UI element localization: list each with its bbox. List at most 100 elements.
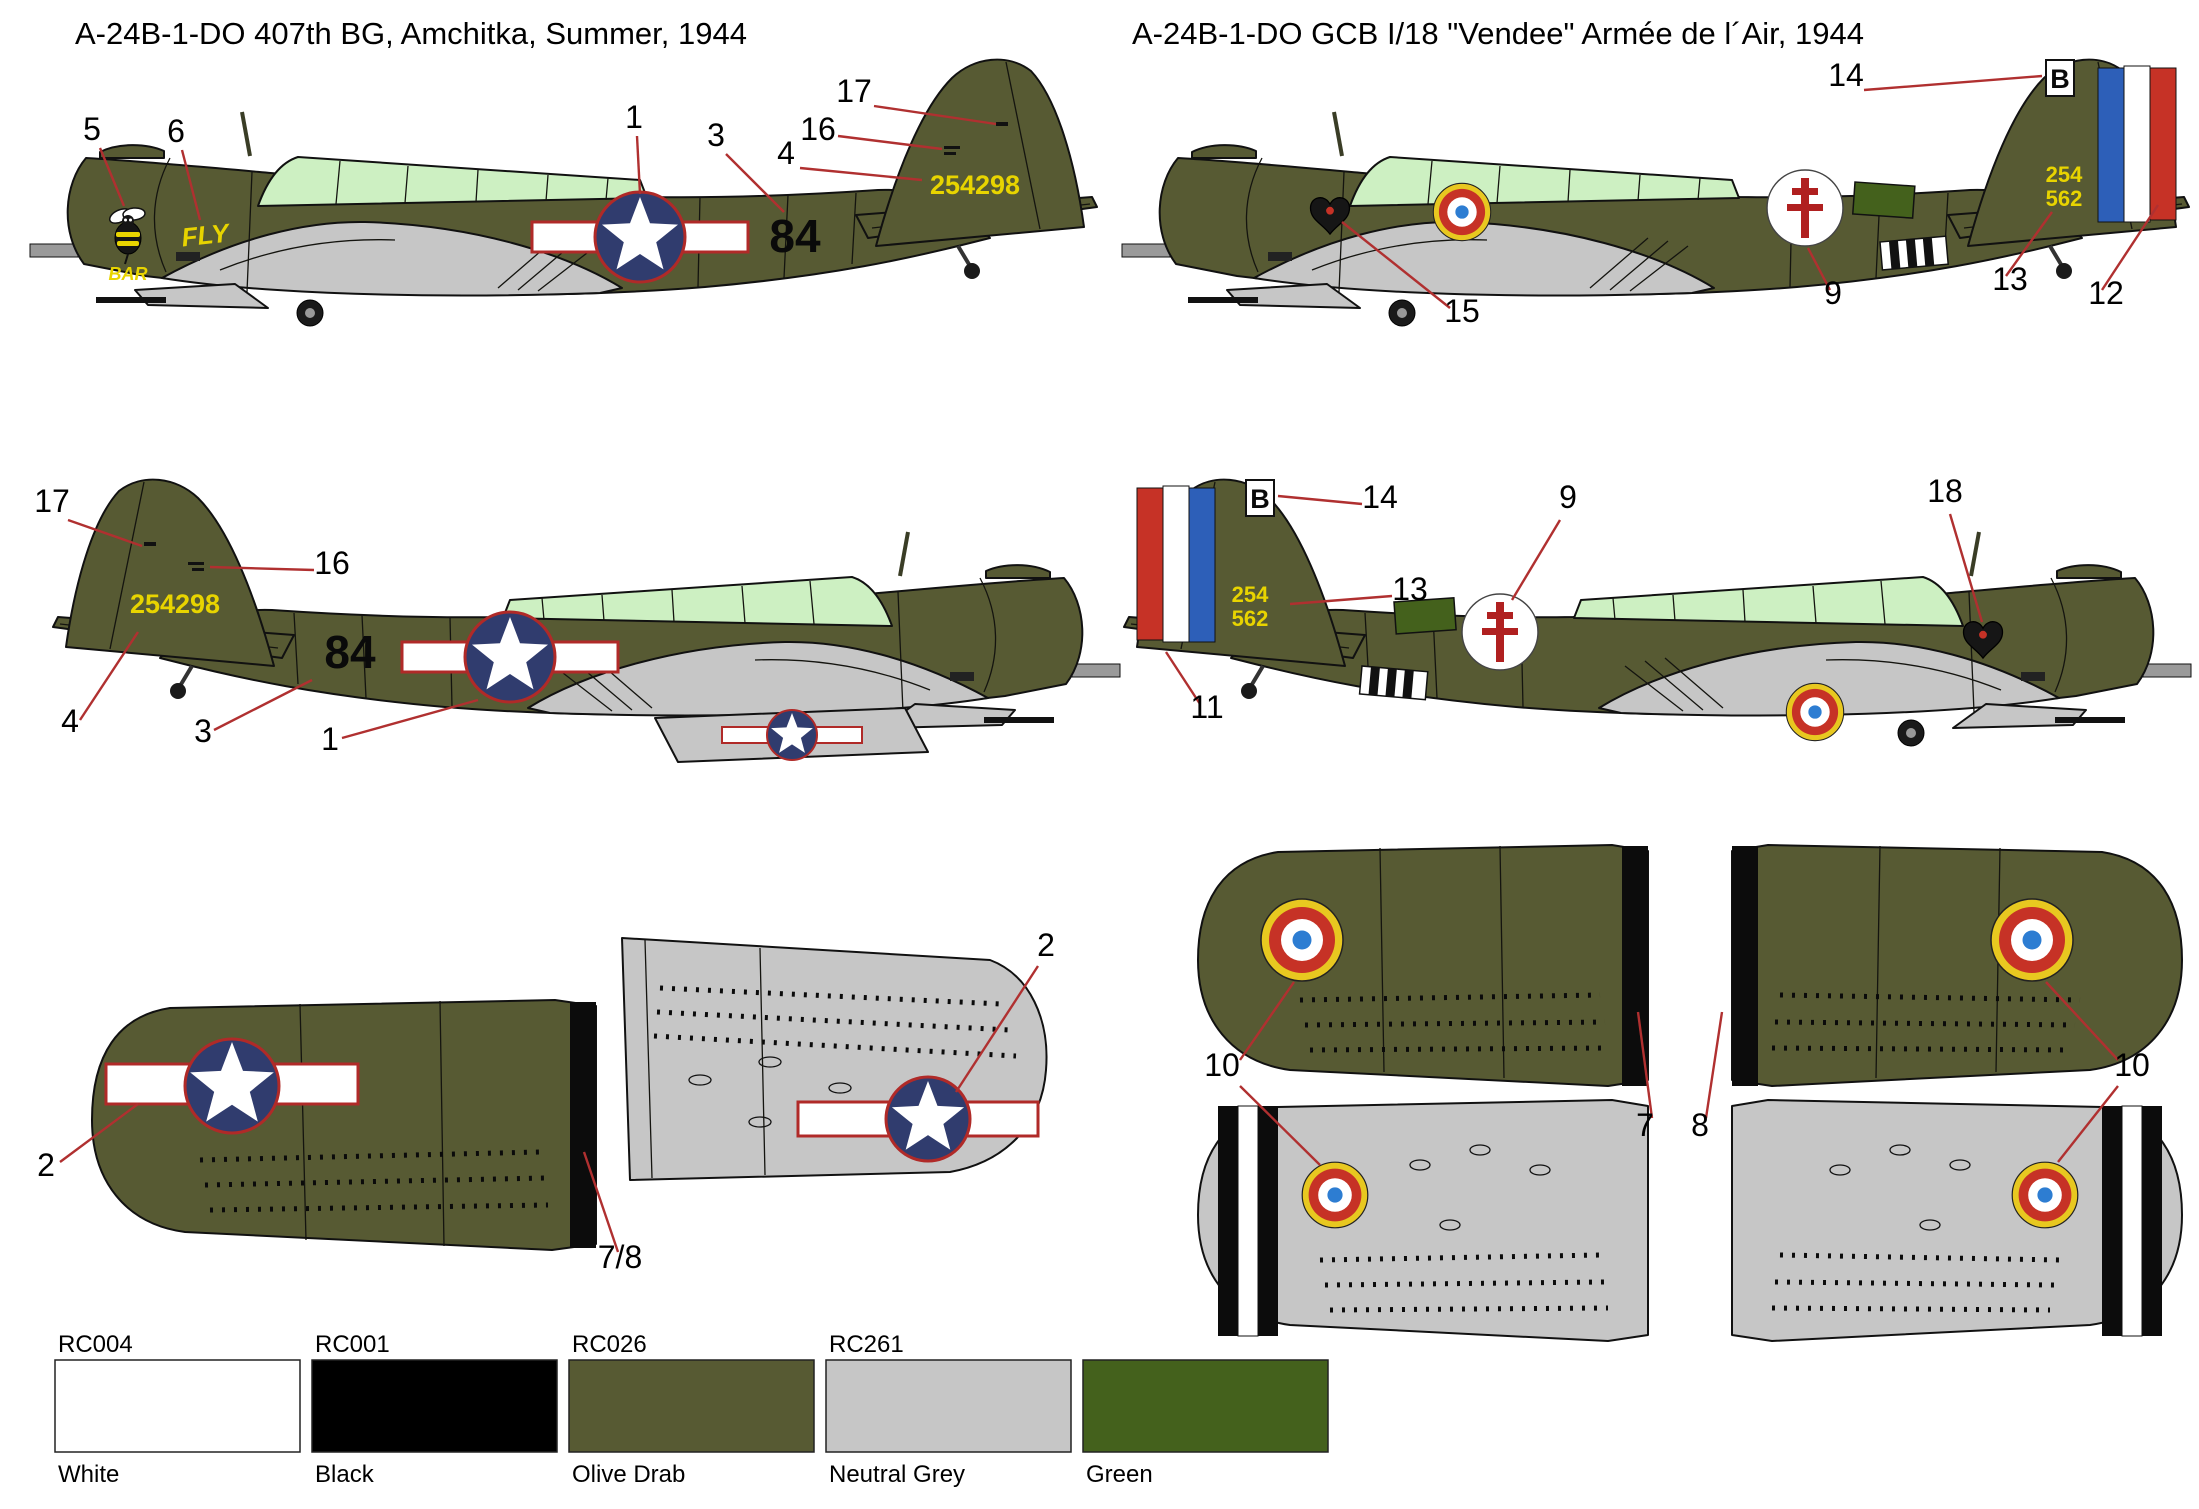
tail-serial: 254298	[130, 589, 220, 619]
stripe-white	[1237, 1105, 1259, 1337]
leader-9	[1806, 247, 1832, 291]
french-roundel	[1990, 898, 2074, 982]
formation-light	[144, 542, 156, 546]
leader-10-left-down	[1239, 1085, 1321, 1166]
tail-serial-line1: 254	[2046, 162, 2083, 187]
leader-15	[1341, 221, 1451, 309]
callout-17: 17	[34, 483, 70, 519]
wing-top-left-olive	[1197, 844, 1649, 1087]
callout-15: 15	[1444, 293, 1480, 329]
swatch-color	[825, 1359, 1072, 1453]
wing-top-right-olive	[1731, 844, 2183, 1087]
wing-panel-lines	[299, 1000, 445, 1247]
callout-18: 18	[1927, 473, 1963, 509]
dive-flap-perforations	[199, 1149, 549, 1213]
us-star-insignia	[400, 610, 620, 704]
stripe-black	[2102, 1106, 2122, 1336]
swatch-code: RC261	[829, 1331, 904, 1358]
leader-14	[1277, 494, 1363, 506]
rudder-tricolor	[2097, 65, 2177, 223]
stripe-black	[1258, 1106, 1278, 1336]
callout-14: 14	[1828, 57, 1864, 93]
leader-3	[725, 153, 785, 213]
callout-9: 9	[1824, 275, 1842, 311]
leader-18	[1948, 513, 1984, 623]
title-left: A-24B-1-DO 407th BG, Amchitka, Summer, 1…	[75, 16, 747, 51]
callout-2: 2	[37, 1147, 55, 1183]
us-star-insignia	[796, 1075, 1040, 1163]
french-roundel	[1432, 182, 1492, 242]
tail-stencil	[944, 152, 956, 155]
green-patch	[1852, 181, 1916, 219]
leader-16	[837, 134, 943, 151]
leader-17	[873, 104, 997, 126]
underwing-panel	[654, 707, 929, 763]
french-roundel	[1260, 898, 1344, 982]
tail-serial-line2: 562	[1232, 606, 1269, 631]
leader-8	[1704, 1011, 1724, 1119]
callout-1: 1	[321, 721, 339, 757]
fuselage-id-stripes	[1879, 235, 1949, 271]
us-wings: 2 7/8 2	[37, 927, 1055, 1275]
wing-panel-lines	[644, 939, 766, 1179]
french-roundel	[1785, 682, 1845, 742]
swatch-color	[1082, 1359, 1329, 1453]
view-us-right: 84 254298 17 16 4 3 1	[34, 477, 1122, 763]
fuselage-code: 84	[324, 626, 376, 678]
formation-light	[996, 122, 1008, 126]
wing-bottom-grey	[621, 937, 1048, 1181]
leader-4	[78, 631, 140, 721]
swatch-name: White	[58, 1461, 119, 1488]
color-swatch-neutral-grey: RC261 Neutral Grey	[825, 1331, 1072, 1488]
dive-flap-perforations	[1299, 992, 1609, 1053]
tail-letter-box: B	[2045, 59, 2075, 97]
swatch-name: Neutral Grey	[829, 1461, 965, 1488]
leader-10-left-up	[1239, 981, 1295, 1061]
callout-17: 17	[836, 73, 872, 109]
callout-14: 14	[1362, 479, 1398, 515]
tail-stencil	[188, 562, 204, 565]
callout-1: 1	[625, 99, 643, 135]
leader-3	[213, 678, 313, 732]
callout-6: 6	[167, 113, 185, 149]
dive-flap-perforations	[1771, 992, 2081, 1053]
callout-11: 11	[1190, 689, 1223, 725]
wing-bottom-left-grey	[1197, 1099, 1649, 1342]
fuselage-code: 84	[769, 210, 821, 262]
leader-5	[98, 147, 126, 207]
leader-13	[2005, 211, 2053, 277]
leader-7	[1636, 1011, 1654, 1119]
tail-letter-box: B	[1245, 479, 1275, 517]
color-swatch-olive-drab: RC026 Olive Drab	[568, 1331, 815, 1488]
callout-7: 7	[1636, 1107, 1654, 1143]
tail-stencil	[192, 568, 204, 571]
wing-top-olive	[91, 999, 597, 1251]
tail-serial-line2: 562	[2046, 186, 2083, 211]
color-swatch-green: Green	[1082, 1359, 1329, 1488]
leader-1	[635, 135, 642, 195]
nose-art-text-bar: BAR	[109, 264, 148, 284]
black-edge-strip	[570, 1002, 596, 1248]
french-roundel	[2011, 1161, 2079, 1229]
callout-8: 8	[1691, 1107, 1709, 1143]
fr-wings: 10 7 8 10	[1197, 844, 2183, 1342]
us-star-insignia	[530, 190, 750, 284]
leader-14	[1863, 74, 2043, 92]
leader-1	[341, 698, 479, 740]
stripe-black	[2142, 1106, 2162, 1336]
swatch-code: RC004	[58, 1331, 133, 1358]
callout-10: 10	[1204, 1047, 1240, 1083]
dive-flap-perforations	[653, 985, 1017, 1059]
callout-16: 16	[800, 111, 836, 147]
black-edge-strip	[1732, 846, 1758, 1086]
tail-serial-line1: 254	[1232, 582, 1269, 607]
leader-16	[209, 565, 315, 572]
callout-3: 3	[194, 713, 212, 749]
french-roundel	[1301, 1161, 1369, 1229]
title-right: A-24B-1-DO GCB I/18 "Vendee" Armée de l´…	[1132, 16, 1864, 51]
swatch-name: Green	[1086, 1461, 1153, 1488]
stripe-black	[1218, 1106, 1238, 1336]
swatch-color	[311, 1359, 558, 1453]
nose-art-text-fly: FLY	[180, 217, 233, 252]
